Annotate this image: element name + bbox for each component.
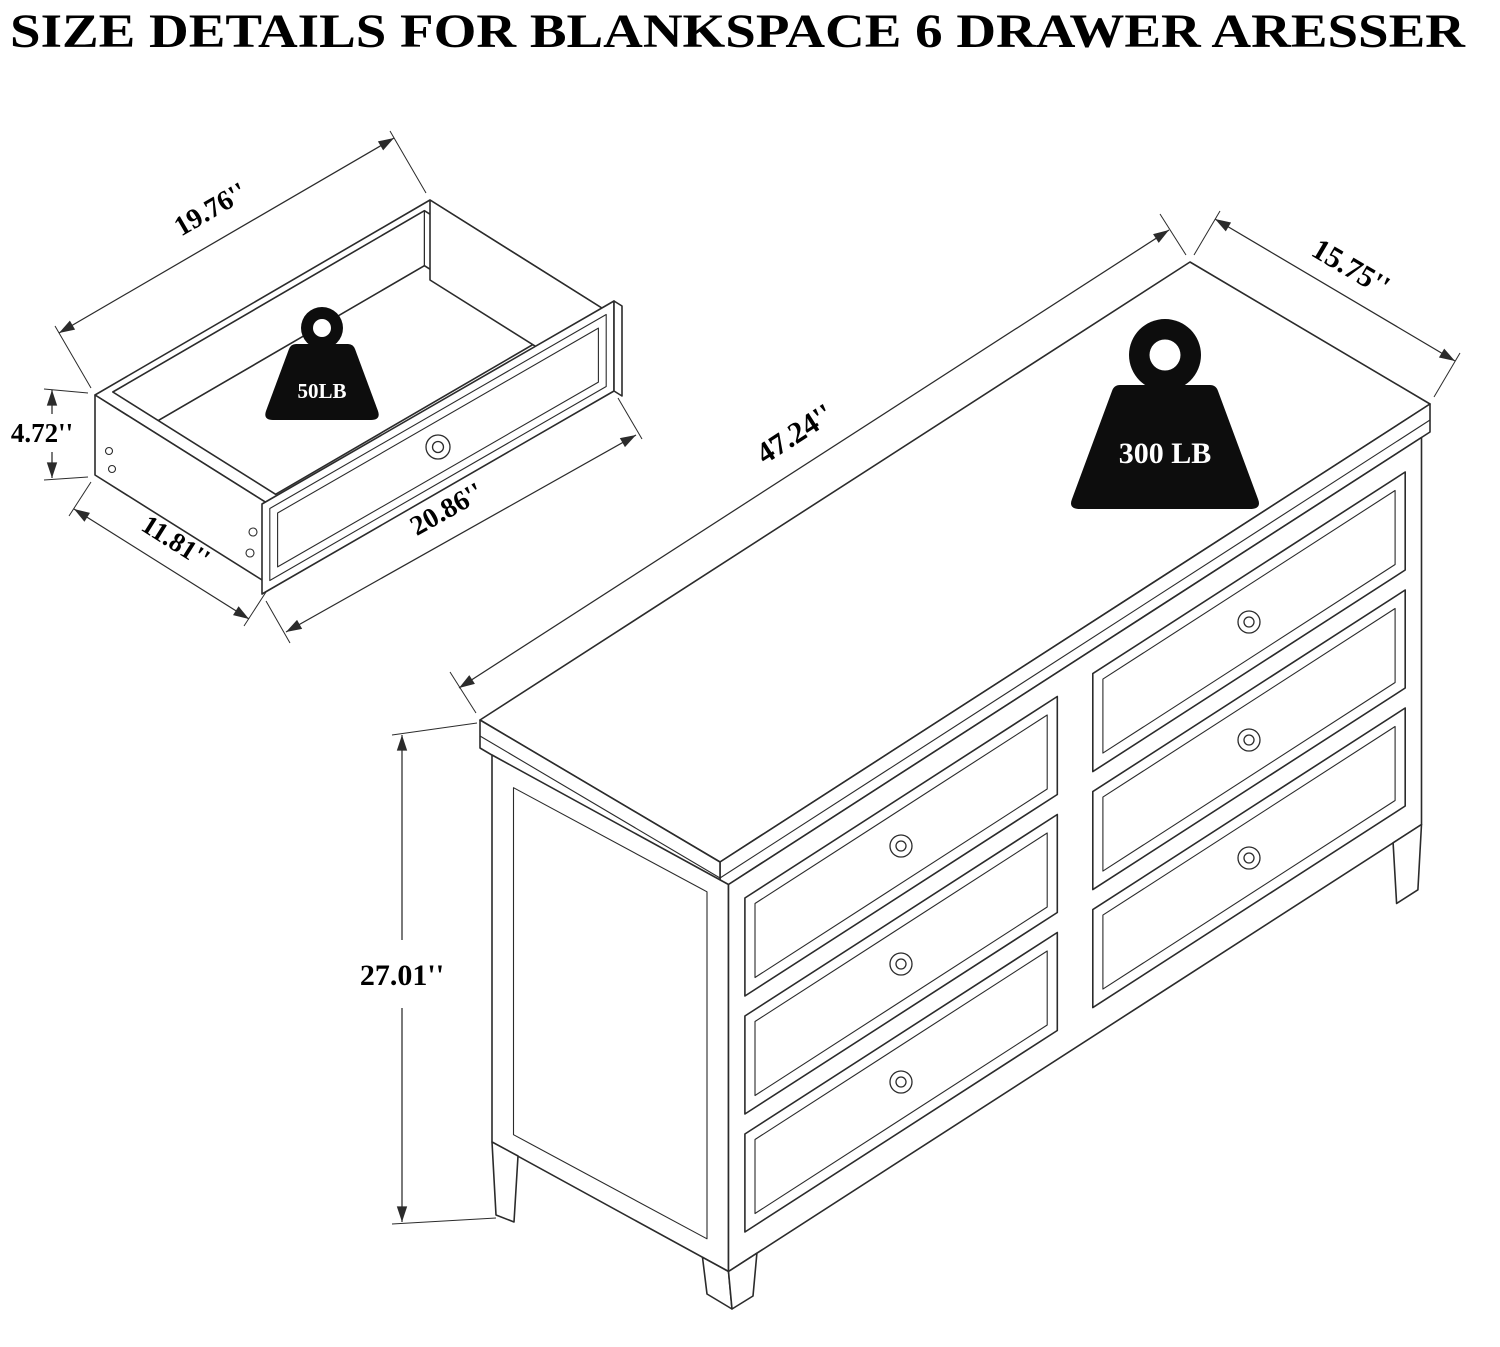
- drawer-height-label: 4.72'': [11, 418, 73, 448]
- weight-body-icon: [265, 344, 379, 420]
- dresser-top-molding-line: [479, 419, 1431, 879]
- drawer-weight-label: 50LB: [297, 379, 346, 403]
- dimension-drawer-height: 4.72'': [11, 388, 89, 481]
- dresser-drawer-front: [1092, 707, 1406, 1009]
- page-title: SIZE DETAILS FOR BLANKSPACE 6 DRAWER ARE…: [10, 5, 1467, 58]
- drawer-diagram: 50LB 19.76'': [11, 130, 643, 644]
- screw-hole-icon: [107, 464, 117, 474]
- drawer-weight-capacity-icon: 50LB: [265, 307, 379, 420]
- dresser-weight-label: 300 LB: [1119, 437, 1212, 470]
- weight-ring-hole: [313, 319, 331, 337]
- drawer-front-panel-edge: [613, 300, 623, 397]
- dresser-drawer-front: [744, 695, 1059, 997]
- dresser-drawer-front: [1092, 471, 1406, 773]
- dresser-drawer-front: [744, 931, 1059, 1233]
- drawer-knob-inner: [431, 440, 445, 454]
- dresser-width-label: 47.24'': [751, 397, 840, 470]
- drawer-top-width-label: 19.76'': [169, 176, 252, 242]
- dresser-back-left-leg: [491, 1141, 519, 1223]
- dimension-dresser-height: 27.01'': [360, 722, 497, 1225]
- dresser-left-side: [491, 754, 733, 1310]
- dresser-right-leg: [1392, 823, 1423, 905]
- dresser-drawer-front: [1092, 589, 1406, 891]
- dresser-height-label: 27.01'': [360, 959, 444, 992]
- weight-ring-hole: [1149, 339, 1181, 371]
- screw-hole-icon: [245, 548, 255, 558]
- screw-hole-icon: [248, 527, 258, 537]
- dresser-depth-label: 15.75'': [1306, 232, 1395, 303]
- dresser-front-left-leg: [727, 1252, 758, 1310]
- screw-hole-icon: [104, 446, 114, 456]
- dresser-side-frame: [512, 787, 708, 1240]
- dresser-drawer-front: [744, 813, 1059, 1115]
